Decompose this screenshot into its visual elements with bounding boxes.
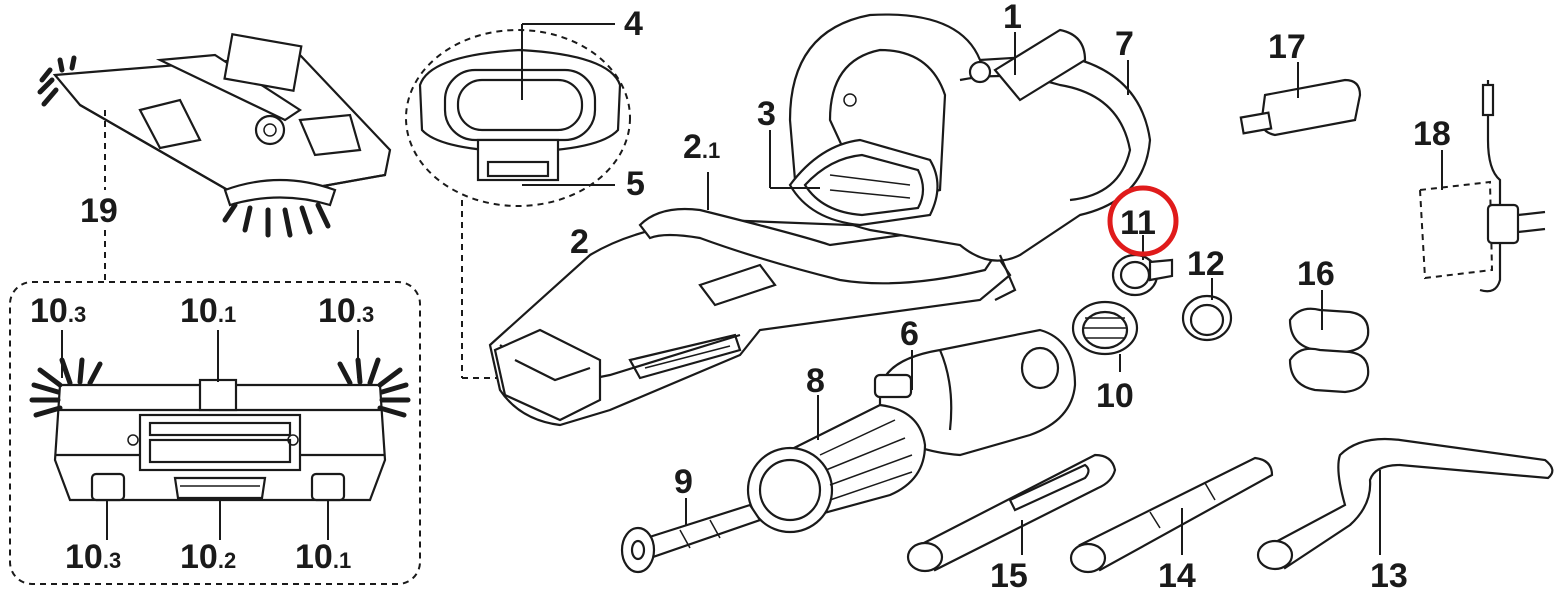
part-number-labels: 1 2 2.1 3 4 5 6 7 8 9 10 11 12 13 14 15 … — [30, 0, 1451, 595]
part-8-filter — [746, 395, 927, 534]
part-6-dust-container — [873, 328, 1077, 457]
detail-box-19 — [9, 281, 421, 585]
part-13-handle — [1256, 437, 1554, 571]
label-17: 17 — [1268, 28, 1306, 66]
label-10-3-top-left: 10.3 — [30, 292, 86, 330]
brush-bristles-top-left — [37, 55, 77, 107]
label-2: 2 — [570, 223, 589, 261]
label-9: 9 — [674, 463, 693, 501]
label-10: 10 — [1096, 377, 1134, 415]
highlight-circle-11 — [1107, 185, 1179, 257]
label-13: 13 — [1370, 557, 1408, 595]
part-14-tube — [1069, 456, 1274, 574]
part-10-seal — [1071, 300, 1139, 372]
label-10-1-bottom-right: 10.1 — [295, 538, 351, 576]
brush-bristles-bottom — [222, 178, 337, 238]
label-2-1: 2.1 — [683, 128, 720, 166]
label-3: 3 — [757, 95, 776, 133]
label-4: 4 — [624, 5, 643, 43]
label-12: 12 — [1187, 245, 1225, 283]
label-10-3-top-right: 10.3 — [318, 292, 374, 330]
part-18-charger — [1418, 80, 1546, 293]
label-15: 15 — [990, 557, 1028, 595]
part-19-brush-nozzle — [37, 32, 392, 280]
label-7: 7 — [1115, 25, 1134, 63]
label-11: 11 — [1120, 204, 1156, 242]
label-16: 16 — [1297, 255, 1335, 293]
part-11-valve — [1111, 235, 1174, 297]
label-8: 8 — [806, 362, 825, 400]
label-19: 19 — [80, 192, 118, 230]
part-15-extension-tool — [906, 453, 1117, 573]
label-6: 6 — [900, 315, 919, 353]
part-12-ring — [1181, 278, 1233, 342]
label-10-2-bottom: 10.2 — [180, 538, 236, 576]
side-bristles-left — [29, 357, 103, 418]
label-10-1-top: 10.1 — [180, 292, 236, 330]
inset-4-5 — [405, 23, 631, 379]
part-9-prefilter — [620, 498, 762, 574]
side-bristles-right — [337, 357, 411, 418]
label-10-3-bottom-left: 10.3 — [65, 538, 121, 576]
label-18: 18 — [1413, 115, 1451, 153]
label-1: 1 — [1003, 0, 1022, 36]
part-16-clip — [1288, 290, 1370, 394]
part-3-filter-housing — [769, 130, 939, 227]
label-14: 14 — [1158, 557, 1196, 595]
label-5: 5 — [626, 165, 645, 203]
part-17-connector — [1239, 62, 1362, 137]
